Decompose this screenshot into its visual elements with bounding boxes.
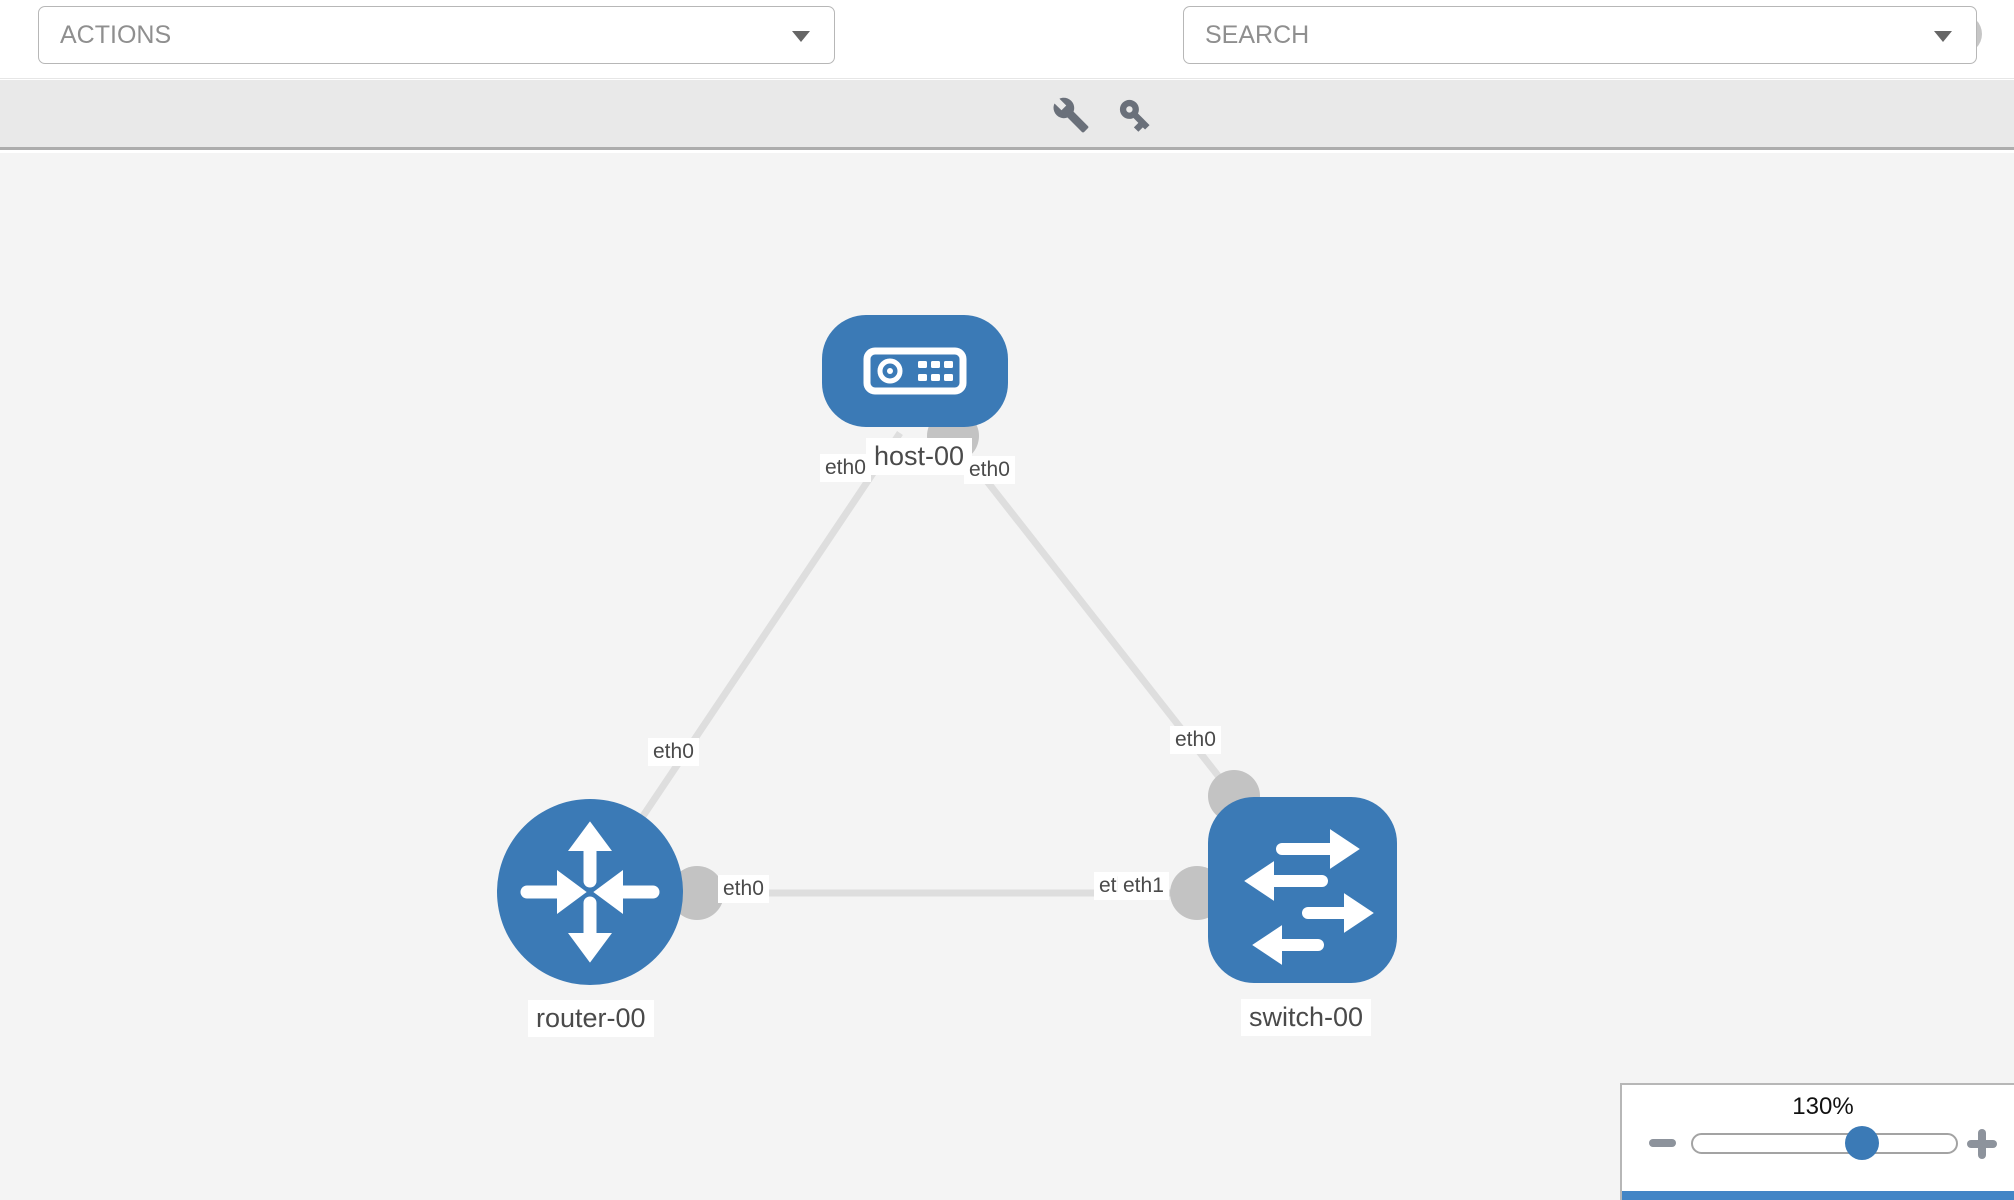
zoom-in-button[interactable] bbox=[1967, 1129, 1997, 1159]
search-dropdown[interactable]: SEARCH bbox=[1183, 6, 1977, 64]
chevron-down-icon bbox=[792, 31, 810, 42]
iface-label-host-eth0-to-router: eth0 bbox=[820, 454, 871, 482]
zoom-out-button[interactable] bbox=[1649, 1139, 1676, 1147]
host-icon bbox=[863, 347, 967, 395]
port-router-eth0[interactable] bbox=[670, 866, 724, 920]
chevron-down-icon bbox=[1934, 31, 1952, 42]
zoom-panel-accent-strip bbox=[1622, 1191, 2014, 1200]
iface-label-router-eth0-to-switch: eth0 bbox=[718, 875, 769, 903]
topology-canvas[interactable]: host-00 router-00 switch-00 eth0 eth0 et… bbox=[0, 153, 2014, 1200]
node-host-00[interactable] bbox=[822, 315, 1008, 427]
iface-label-switch-eth1-to-router: eth1 bbox=[1118, 872, 1169, 900]
node-label-router-00[interactable]: router-00 bbox=[528, 1000, 654, 1037]
zoom-slider-track[interactable] bbox=[1691, 1133, 1958, 1154]
zoom-slider-handle[interactable] bbox=[1845, 1126, 1879, 1160]
wrench-icon[interactable] bbox=[1052, 96, 1090, 134]
node-switch-00[interactable] bbox=[1208, 797, 1397, 983]
iface-label-host-eth0-to-switch: eth0 bbox=[964, 456, 1015, 484]
search-dropdown-label: SEARCH bbox=[1205, 21, 1310, 49]
actions-dropdown-label: ACTIONS bbox=[60, 21, 172, 49]
node-router-00[interactable] bbox=[497, 799, 683, 985]
node-label-switch-00[interactable]: switch-00 bbox=[1241, 999, 1372, 1036]
switch-icon bbox=[1244, 829, 1374, 965]
zoom-percentage: 130% bbox=[1792, 1093, 1854, 1120]
router-icon bbox=[520, 821, 660, 963]
toolbar bbox=[0, 80, 2014, 150]
actions-dropdown[interactable]: ACTIONS bbox=[38, 6, 835, 64]
iface-label-switch-eth0-to-host: eth0 bbox=[1170, 726, 1221, 754]
key-icon[interactable] bbox=[1116, 96, 1154, 134]
plus-icon bbox=[1978, 1129, 1986, 1159]
links-layer bbox=[587, 410, 1260, 920]
zoom-panel: 130% bbox=[1620, 1083, 2014, 1200]
iface-label-router-eth0-to-host: eth0 bbox=[648, 738, 699, 766]
node-label-host-00[interactable]: host-00 bbox=[866, 438, 973, 475]
